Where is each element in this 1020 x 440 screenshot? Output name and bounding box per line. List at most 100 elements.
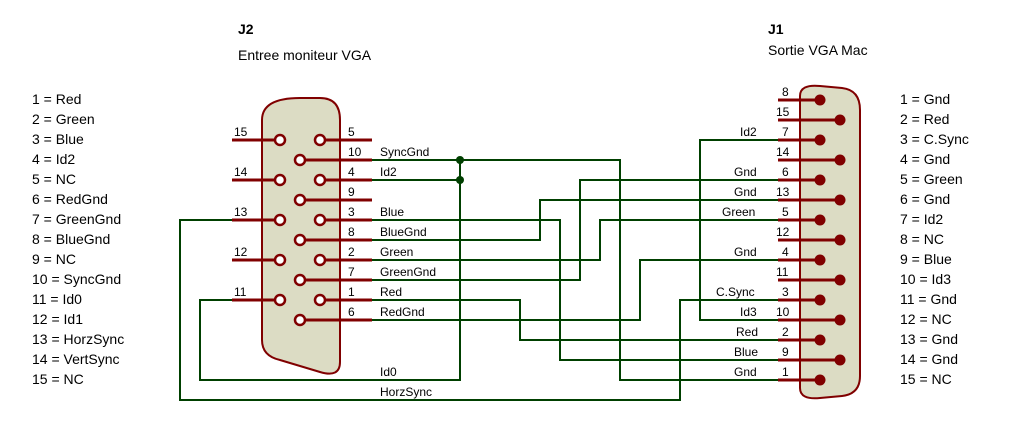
j1-pin-desc: 6 = Gnd (900, 191, 950, 207)
j1-pins (814, 94, 846, 386)
j1-pin-number: 4 (782, 245, 789, 259)
wire-label: Id3 (740, 305, 757, 319)
j2-pin-number: 3 (348, 205, 355, 219)
wire-syncgnd (298, 159, 778, 381)
j1-pin-desc: 12 = NC (900, 311, 952, 327)
wire-label: RedGnd (380, 305, 425, 319)
wire-label: Green (722, 205, 755, 219)
j1-pin-number: 12 (776, 225, 790, 239)
wire-horzsync (179, 219, 778, 401)
j1-pin-desc: 4 = Gnd (900, 151, 950, 167)
wire-label: Blue (734, 345, 758, 359)
wire-label: Id0 (380, 365, 397, 379)
j2-pin-desc: 9 = NC (32, 251, 76, 267)
junction-dot (456, 156, 464, 164)
wire-label: Blue (380, 205, 404, 219)
wire-label: Id2 (740, 125, 757, 139)
j2-pin-number: 12 (234, 245, 248, 259)
j1-pin-desc: 3 = C.Sync (900, 131, 969, 147)
j1-pin-leads (778, 98, 840, 382)
j2-pin-desc: 13 = HorzSync (32, 331, 124, 347)
wire-label: Gnd (734, 365, 757, 379)
j2-pin-desc: 3 = Blue (32, 131, 84, 147)
j2-ref: J2 (238, 21, 254, 37)
j2-pin-desc: 11 = Id0 (32, 291, 82, 307)
j1-pin-number: 3 (782, 285, 789, 299)
j1-pin-desc: 15 = NC (900, 371, 952, 387)
wire-id2-id3 (699, 139, 778, 321)
j1-pin-number: 2 (782, 325, 789, 339)
j1-pin-desc: 1 = Gnd (900, 91, 950, 107)
j2-pin-desc: 2 = Green (32, 111, 95, 127)
j1-pin-number: 13 (776, 185, 790, 199)
j2-pin-number: 11 (234, 285, 247, 299)
j1-label: Sortie VGA Mac (768, 42, 868, 58)
j2-pin-desc: 7 = GreenGnd (32, 211, 121, 227)
wire-bluegnd (298, 199, 778, 241)
j1-pin-number: 7 (782, 125, 789, 139)
j1-pin-number: 9 (782, 345, 789, 359)
j2-pin-number: 1 (348, 285, 355, 299)
j2-pin-desc: 12 = Id1 (32, 311, 83, 327)
j2-pin-number: 15 (234, 125, 248, 139)
j2-label: Entree moniteur VGA (238, 47, 372, 63)
j1-pin-number: 8 (782, 85, 789, 99)
j1-pin-number: 15 (776, 105, 790, 119)
j2-pin-number: 10 (348, 145, 362, 159)
j2-pin-number: 5 (348, 125, 355, 139)
wire-label: Gnd (734, 165, 757, 179)
j1-pin-number: 14 (776, 145, 790, 159)
j1-pin-desc: 13 = Gnd (900, 331, 958, 347)
j1-pin-desc: 11 = Gnd (900, 291, 957, 307)
j1-pin-desc: 9 = Blue (900, 251, 952, 267)
junction-dot (456, 176, 464, 184)
j1-pin-desc: 7 = Id2 (900, 211, 943, 227)
j2-pin-desc: 4 = Id2 (32, 151, 75, 167)
j2-pin-number: 8 (348, 225, 355, 239)
wire-label: BlueGnd (380, 225, 427, 239)
wire-label: C.Sync (716, 285, 755, 299)
j2-pin-desc: 14 = VertSync (32, 351, 120, 367)
wire-label: GreenGnd (380, 265, 436, 279)
j2-pin-desc: 5 = NC (32, 171, 76, 187)
j2-pin-desc: 1 = Red (32, 91, 81, 107)
j2-pin-number: 7 (348, 265, 355, 279)
wire-label: Gnd (734, 185, 757, 199)
j2-pin-number: 2 (348, 245, 355, 259)
wire-label: Red (736, 325, 758, 339)
j1-pin-number: 11 (776, 265, 789, 279)
j2-pin-desc: 8 = BlueGnd (32, 231, 110, 247)
j1-connector-body (799, 84, 861, 400)
wire-label: Gnd (734, 245, 757, 259)
wire-label: HorzSync (380, 385, 432, 399)
wire-label: SyncGnd (380, 145, 429, 159)
j2-pin-desc: 6 = RedGnd (32, 191, 108, 207)
j2-pin-number: 6 (348, 305, 355, 319)
j2-pin-number: 9 (348, 185, 355, 199)
j2-pin-list: 1 = Red 2 = Green 3 = Blue 4 = Id2 5 = N… (32, 91, 124, 387)
j1-pin-number: 6 (782, 165, 789, 179)
wire-label: Id2 (380, 165, 397, 179)
j1-pin-number: 10 (776, 305, 790, 319)
j1-pin-number: 1 (782, 365, 789, 379)
wire-blue (318, 219, 778, 361)
wire-greengnd (298, 179, 778, 281)
j1-pin-number: 5 (782, 205, 789, 219)
j2-pin-number: 4 (348, 165, 355, 179)
wire-label: Red (380, 285, 402, 299)
wire-label: Green (380, 245, 413, 259)
j1-pin-desc: 5 = Green (900, 171, 963, 187)
j2-pin-number: 13 (234, 205, 248, 219)
wire-redgnd (298, 259, 778, 321)
j1-ref: J1 (768, 21, 784, 37)
j1-pin-desc: 8 = NC (900, 231, 944, 247)
j1-pin-desc: 14 = Gnd (900, 351, 958, 367)
j1-pin-desc: 2 = Red (900, 111, 949, 127)
j2-pin-leads (232, 138, 372, 322)
j2-pin-desc: 15 = NC (32, 371, 84, 387)
j1-pin-desc: 10 = Id3 (900, 271, 951, 287)
j2-pins (273, 133, 327, 327)
wire-id0 (199, 160, 461, 381)
